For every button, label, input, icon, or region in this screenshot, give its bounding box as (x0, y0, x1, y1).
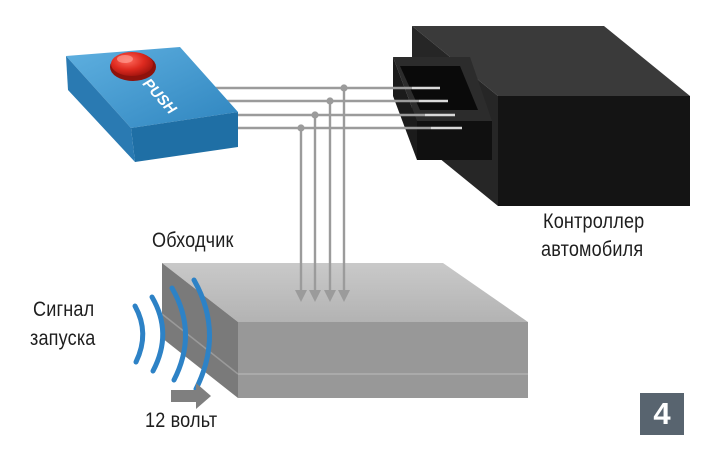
wire-taps (295, 88, 350, 302)
push-button-icon: PUSH (66, 47, 238, 162)
arrow-right-icon (171, 383, 211, 409)
signal-waves-icon (132, 277, 212, 392)
connector-pins (412, 86, 462, 130)
controller-label-line1: Контроллер (543, 210, 645, 233)
wire-junctions (297, 84, 348, 132)
controller-box-icon (393, 26, 690, 206)
voltage-label: 12 вольт (145, 409, 218, 432)
bypass-module-icon (161, 263, 528, 398)
figure-number-badge: 4 (640, 393, 684, 435)
bypass-label: Обходчик (152, 229, 234, 252)
signal-label-line1: Сигнал (33, 298, 95, 321)
signal-label-line2: запуска (30, 327, 96, 350)
wire-bundle (214, 86, 431, 130)
controller-label-line2: автомобиля (541, 238, 644, 261)
